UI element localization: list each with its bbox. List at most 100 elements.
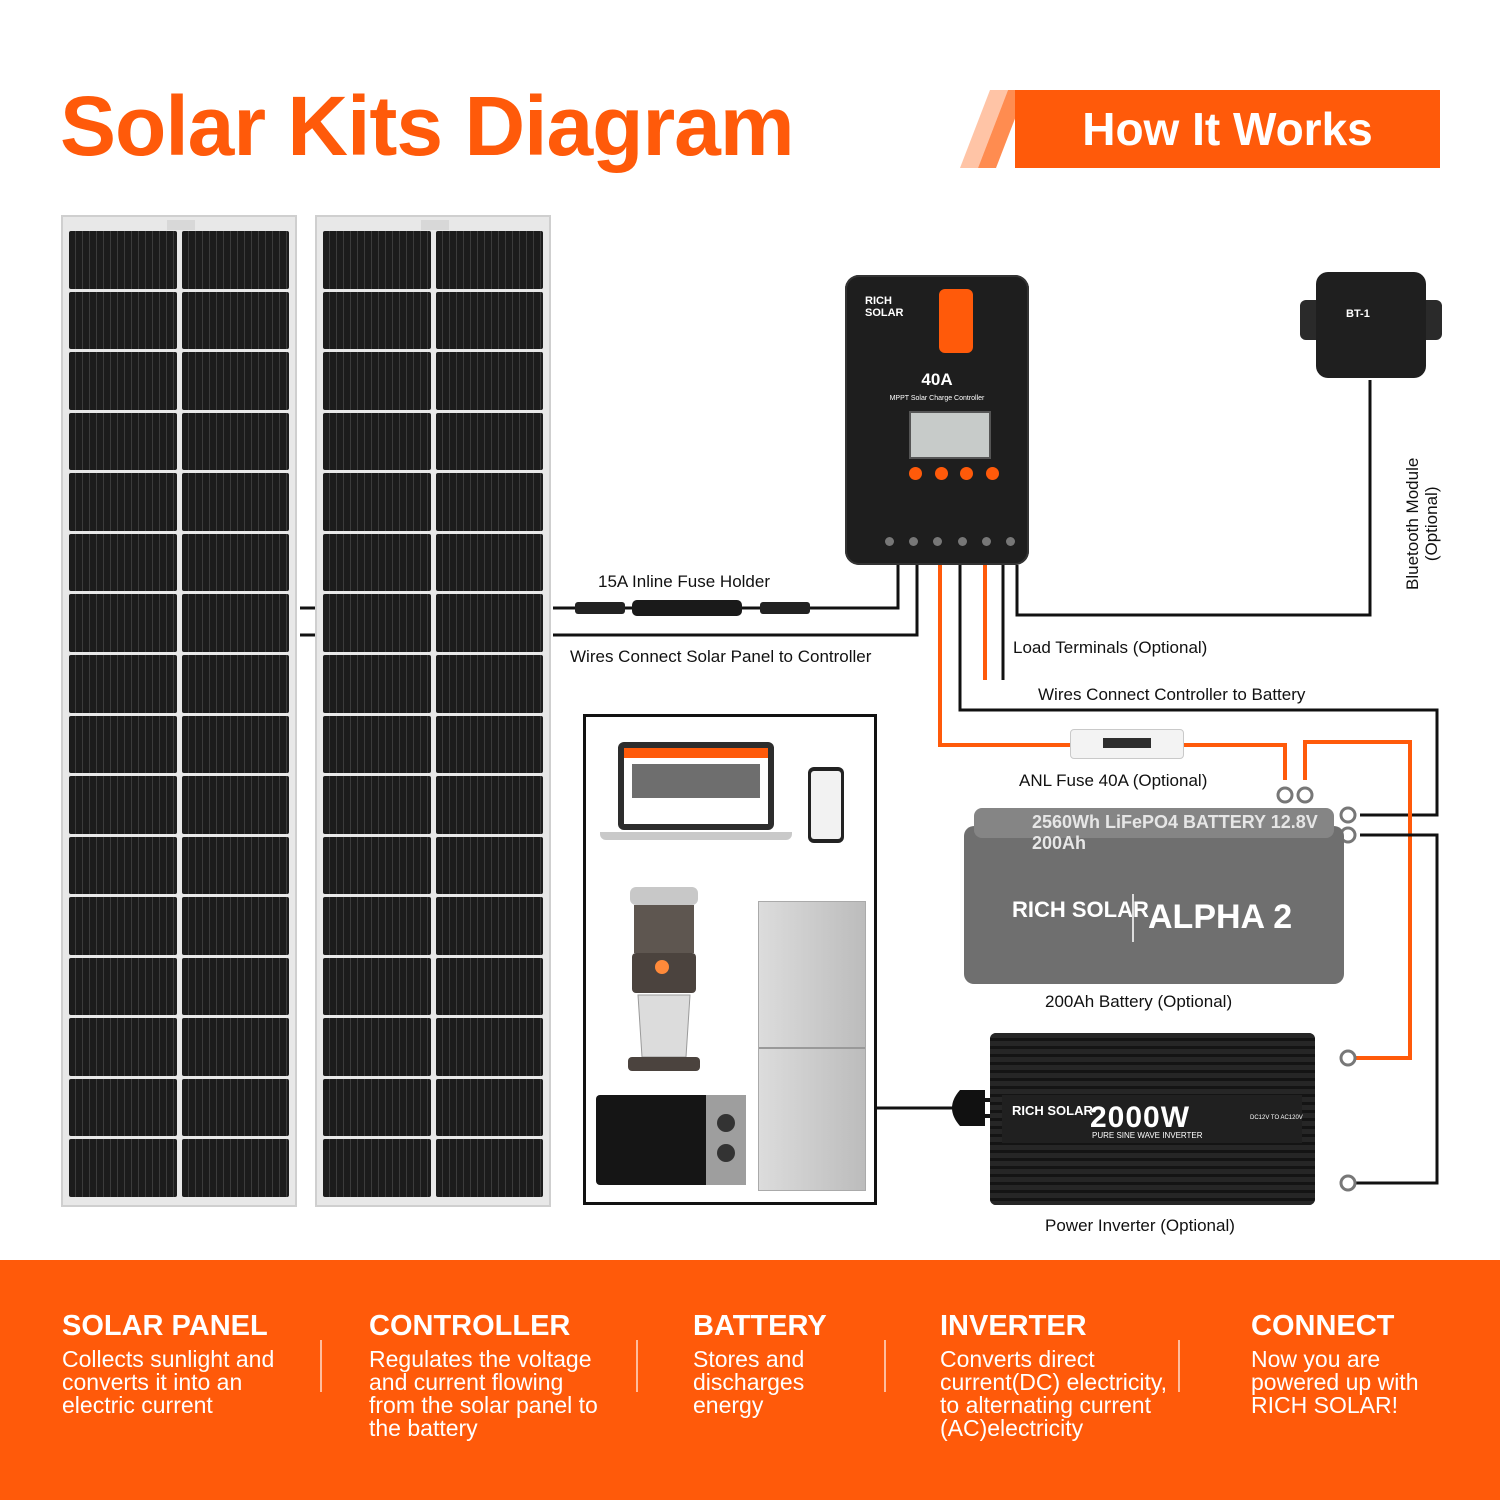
badge-stripes bbox=[960, 90, 1026, 168]
solar-cells bbox=[69, 231, 289, 1197]
laptop-base bbox=[600, 832, 792, 840]
solar-cell bbox=[323, 836, 431, 895]
solar-cell bbox=[181, 291, 289, 350]
controller-type: MPPT Solar Charge Controller bbox=[889, 395, 985, 402]
footer-title: BATTERY bbox=[693, 1310, 827, 1342]
bluetooth-model: BT-1 bbox=[1346, 308, 1370, 320]
footer-controller: CONTROLLER Regulates the voltage and cur… bbox=[369, 1310, 609, 1440]
solar-cell bbox=[69, 291, 177, 350]
solar-cell bbox=[181, 352, 289, 410]
solar-cell bbox=[181, 473, 289, 531]
solar-cell bbox=[69, 1078, 177, 1137]
battery-body bbox=[964, 826, 1344, 984]
solar-cell bbox=[435, 594, 543, 652]
battery-inverter-positive-wire bbox=[1303, 740, 1412, 1060]
solar-cells bbox=[323, 231, 543, 1197]
laptop-icon bbox=[618, 742, 774, 830]
solar-cell bbox=[69, 594, 177, 652]
solar-cell bbox=[181, 231, 289, 289]
how-it-works-label: How It Works bbox=[1015, 90, 1440, 168]
solar-cell bbox=[69, 715, 177, 774]
terminal bbox=[1005, 537, 1015, 546]
fuse-battery-positive-wire bbox=[1182, 743, 1287, 780]
footer-solar-panel: SOLAR PANEL Collects sunlight and conver… bbox=[62, 1310, 302, 1417]
laptop-screen bbox=[624, 748, 768, 824]
load-terminals-label: Load Terminals (Optional) bbox=[1013, 638, 1208, 657]
solar-cell bbox=[323, 1018, 431, 1076]
phone-icon bbox=[808, 767, 844, 843]
bluetooth-module-icon: BT-1 bbox=[1300, 270, 1442, 380]
charge-controller-icon: RICH SOLAR 40A MPPT Solar Charge Control… bbox=[845, 275, 1029, 565]
controller-led-panel bbox=[939, 289, 973, 353]
solar-cell bbox=[435, 836, 543, 895]
solar-cell bbox=[323, 1139, 431, 1197]
inverter-type: PURE SINE WAVE INVERTER bbox=[1092, 1131, 1203, 1140]
laptop-screen-image bbox=[632, 764, 760, 798]
footer-title: CONTROLLER bbox=[369, 1310, 571, 1342]
footer-separator bbox=[1178, 1340, 1180, 1392]
panel-negative-wire bbox=[553, 565, 919, 637]
microwave-control-panel bbox=[706, 1095, 746, 1185]
solar-cell bbox=[181, 897, 289, 955]
anl-fuse-icon bbox=[1070, 729, 1184, 759]
solar-cell bbox=[435, 776, 543, 834]
battery-lid bbox=[974, 808, 1334, 838]
solar-cell bbox=[181, 715, 289, 774]
microwave-knobs bbox=[717, 1114, 735, 1162]
solar-cell bbox=[69, 231, 177, 289]
bluetooth-module-label: Bluetooth Module (Optional) bbox=[1403, 458, 1441, 590]
terminal bbox=[957, 537, 967, 546]
battery-icon: 2560Wh LiFePO4 BATTERY 12.8V 200Ah RICH … bbox=[964, 808, 1344, 984]
solar-cell bbox=[181, 776, 289, 834]
solar-cell bbox=[435, 654, 543, 713]
inverter-spec: DC12V TO AC120V bbox=[1250, 1115, 1303, 1121]
solar-cell bbox=[435, 231, 543, 289]
ring-terminal bbox=[1296, 786, 1314, 804]
solar-cell bbox=[435, 1078, 543, 1137]
coffee-maker-icon bbox=[628, 887, 700, 1071]
microwave-icon bbox=[596, 1095, 746, 1185]
footer-title: INVERTER bbox=[940, 1310, 1087, 1342]
laptop-screen-bar bbox=[624, 748, 768, 758]
solar-cell bbox=[69, 1139, 177, 1197]
solar-cell bbox=[181, 957, 289, 1016]
solar-cell bbox=[323, 533, 431, 592]
solar-cell bbox=[323, 412, 431, 471]
solar-cell bbox=[181, 533, 289, 592]
solar-cell bbox=[323, 352, 431, 410]
solar-cell bbox=[323, 957, 431, 1016]
footer-desc: Stores and discharges energy bbox=[693, 1346, 805, 1418]
solar-cell bbox=[435, 352, 543, 410]
solar-cell bbox=[69, 836, 177, 895]
fuse-link bbox=[1103, 738, 1151, 748]
refrigerator-icon bbox=[758, 901, 866, 1191]
ring-terminal bbox=[1276, 786, 1294, 804]
terminal bbox=[909, 537, 919, 546]
fridge-door-split bbox=[759, 1047, 865, 1049]
ring-terminal bbox=[1339, 1174, 1357, 1192]
solar-cell bbox=[323, 715, 431, 774]
solar-cell bbox=[181, 1139, 289, 1197]
bluetooth-cable bbox=[1015, 380, 1372, 617]
ring-terminal bbox=[1339, 1049, 1357, 1067]
battery-model: ALPHA 2 bbox=[1148, 898, 1293, 936]
mc4-connector-left bbox=[575, 602, 625, 614]
solar-cell bbox=[69, 533, 177, 592]
page-title: Solar Kits Diagram bbox=[60, 79, 795, 173]
solar-cell bbox=[323, 594, 431, 652]
solar-cell bbox=[181, 412, 289, 471]
solar-cell bbox=[181, 1078, 289, 1137]
controller-battery-positive-wire bbox=[938, 565, 1070, 747]
footer-connect: CONNECT Now you are powered up with RICH… bbox=[1251, 1310, 1461, 1417]
bluetooth-body bbox=[1316, 272, 1426, 378]
controller-battery-wires-label: Wires Connect Controller to Battery bbox=[1038, 685, 1306, 704]
solar-cell bbox=[435, 473, 543, 531]
controller-terminals bbox=[885, 537, 1015, 547]
footer-desc: Converts direct current(DC) electricity,… bbox=[940, 1346, 1168, 1441]
controller-buttons bbox=[909, 467, 999, 483]
solar-cell bbox=[181, 594, 289, 652]
battery-inverter-negative-wire bbox=[1355, 833, 1439, 1185]
solar-cell bbox=[323, 291, 431, 350]
controller-rating: 40A bbox=[921, 370, 953, 389]
inverter-face bbox=[1002, 1095, 1302, 1143]
